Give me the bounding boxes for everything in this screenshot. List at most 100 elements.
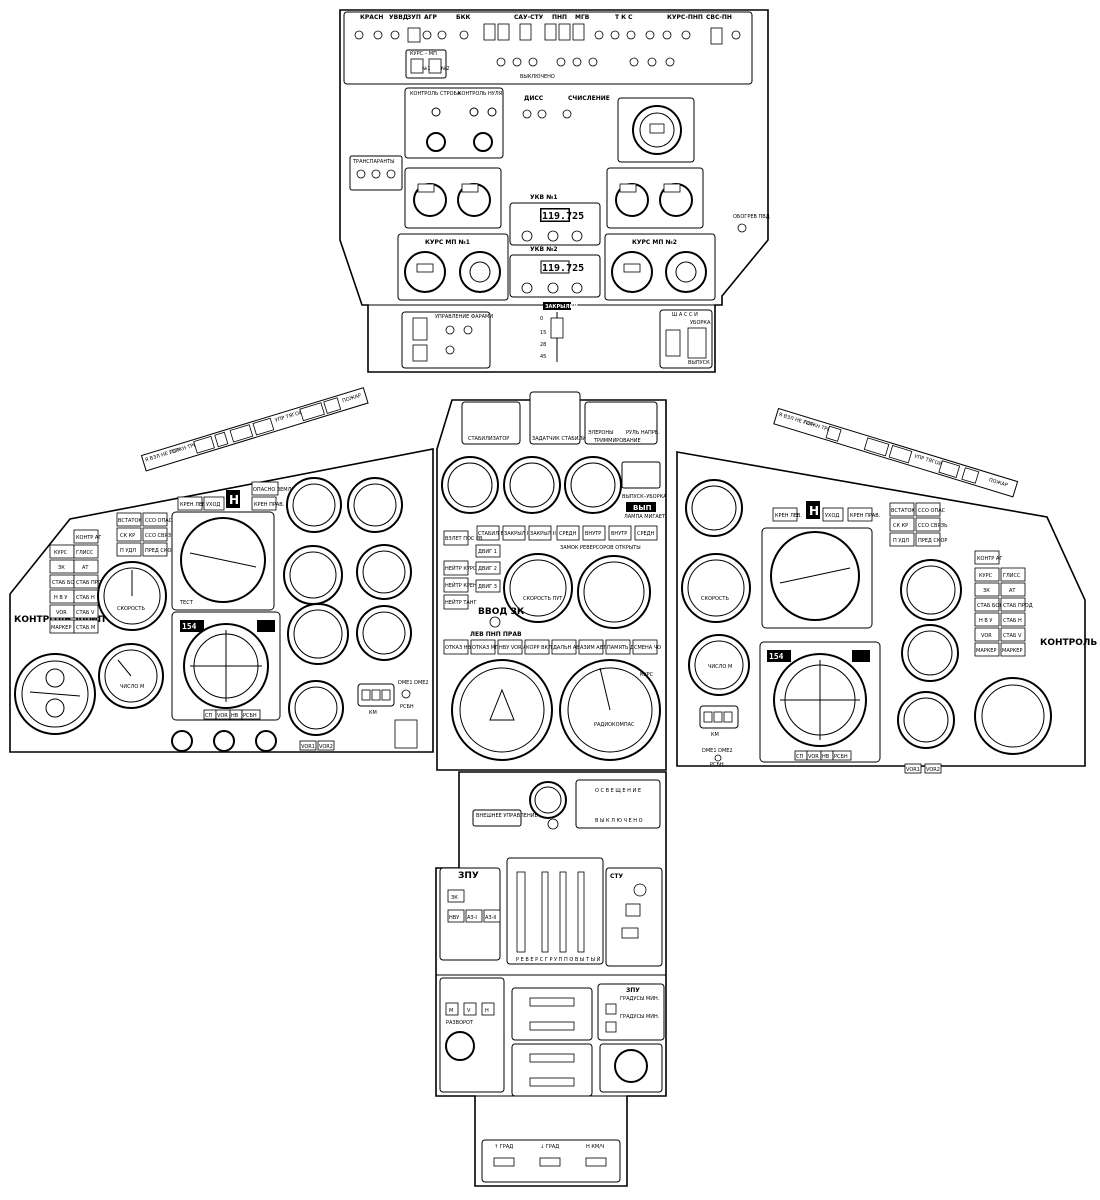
center-btn-engine1[interactable] <box>475 544 501 558</box>
center-btn-azim[interactable] <box>578 639 604 655</box>
left-btn-ukhod[interactable] <box>203 496 225 511</box>
left-btn-at[interactable] <box>73 559 99 574</box>
flaps-lever[interactable] <box>550 317 564 339</box>
gear-lever[interactable] <box>687 327 707 359</box>
left-dme-selector[interactable] <box>401 689 411 699</box>
left-btn-h[interactable] <box>226 490 240 508</box>
stu-knob[interactable] <box>633 883 647 897</box>
right-trim-btn3[interactable] <box>888 445 913 464</box>
right-btn-stab-n[interactable] <box>1000 612 1026 627</box>
zpu-btn-nvu[interactable] <box>447 909 465 923</box>
uvv2-knob3[interactable] <box>571 282 583 294</box>
left-btn-sk-kr[interactable] <box>116 527 142 542</box>
bottom-btn-2[interactable] <box>539 1157 561 1167</box>
right-btn-at[interactable] <box>1000 582 1026 597</box>
center-btn-vzlet[interactable] <box>443 530 469 546</box>
left-trim-btn3[interactable] <box>229 424 254 443</box>
kurs-mp1-switch[interactable] <box>410 58 424 74</box>
center-btn-engine3[interactable] <box>475 579 501 593</box>
center-btn-neitr-tang[interactable] <box>443 594 469 610</box>
center-btn-flaps1[interactable] <box>502 525 526 541</box>
zero-knob[interactable] <box>473 132 493 152</box>
throttle-1[interactable] <box>541 871 549 953</box>
left-trim-btn4[interactable] <box>252 417 275 436</box>
right-trim-btn4[interactable] <box>938 460 961 478</box>
right-btn-stab-prod[interactable] <box>1000 597 1026 612</box>
left-trim-btn6[interactable] <box>323 397 342 414</box>
overhead-switch-knobs[interactable] <box>354 23 741 67</box>
kurs-mp2-switch[interactable] <box>428 58 442 74</box>
right-dme-selector[interactable] <box>714 754 722 762</box>
uvv1-knob1[interactable] <box>521 230 533 242</box>
throttle-2[interactable] <box>559 871 567 953</box>
left-btn-kren-prav[interactable] <box>251 496 277 511</box>
right-trim-btn2[interactable] <box>863 437 890 457</box>
center-btn-nvu-vor[interactable] <box>497 639 523 655</box>
throttle-left[interactable] <box>516 871 526 953</box>
left-btn-stab-m[interactable] <box>73 619 99 634</box>
left-btn-gliss[interactable] <box>73 544 99 559</box>
ap-btn-m[interactable] <box>445 1002 459 1016</box>
pedestal-knob[interactable] <box>547 818 559 830</box>
right-btn-kren-lev[interactable] <box>772 507 798 522</box>
right-btn-pred-skor[interactable] <box>915 532 941 547</box>
uvv2-knob1[interactable] <box>521 282 533 294</box>
center-btn-smena[interactable] <box>632 639 658 655</box>
center-btn-sredn2[interactable] <box>634 525 658 541</box>
center-btn-pamyat[interactable] <box>605 639 631 655</box>
right-trim-btn5[interactable] <box>961 467 980 484</box>
right-btn-marker2[interactable] <box>1000 642 1026 657</box>
left-panel-switch-box[interactable] <box>394 719 418 749</box>
zpu-btn-az1[interactable] <box>465 909 483 923</box>
left-btn-vor2[interactable] <box>317 740 335 751</box>
right-btn-vor2[interactable] <box>924 763 942 774</box>
center-btn-otkaz-mgvk[interactable] <box>470 639 496 655</box>
zpu2-btn-1[interactable] <box>605 1003 617 1015</box>
left-trim-btn2[interactable] <box>214 431 229 448</box>
left-btn-stab-prod[interactable] <box>73 574 99 589</box>
center-btn-otkaz-nvu[interactable] <box>443 639 469 655</box>
right-btn-sso-svyaz[interactable] <box>915 517 941 532</box>
center-btn-korr[interactable] <box>524 639 550 655</box>
right-btn-stab-v[interactable] <box>1000 627 1026 642</box>
bottom-btn-3[interactable] <box>585 1157 607 1167</box>
ap-btn-n[interactable] <box>481 1002 495 1016</box>
right-btn-zk[interactable] <box>974 582 1000 597</box>
left-trim-btn5[interactable] <box>299 402 325 422</box>
right-trim-btn1[interactable] <box>825 425 842 442</box>
right-hsi-btn-rsbn[interactable] <box>832 750 852 761</box>
right-btn-sk-kr[interactable] <box>889 517 915 532</box>
uvv1-knob2[interactable] <box>547 230 559 242</box>
right-btn-vor1[interactable] <box>904 763 922 774</box>
left-btn-vstatok[interactable] <box>116 512 142 527</box>
bottom-btn-1[interactable] <box>493 1157 515 1167</box>
center-btn-vnutr2[interactable] <box>608 525 632 541</box>
light-switch-5[interactable] <box>445 345 455 355</box>
light-switch-4[interactable] <box>463 325 473 335</box>
right-btn-p-udl[interactable] <box>889 532 915 547</box>
turn-knob[interactable] <box>445 1031 475 1061</box>
stu-btn-at[interactable] <box>621 927 639 939</box>
left-trim-btn1[interactable] <box>193 435 215 454</box>
center-btn-stabil[interactable] <box>476 525 500 541</box>
gear-safety-switch[interactable] <box>665 329 681 357</box>
ap-btn-v[interactable] <box>463 1002 477 1016</box>
input-zk-knob[interactable] <box>489 616 501 628</box>
transp-switch3[interactable] <box>386 169 396 179</box>
center-btn-flaps2[interactable] <box>528 525 552 541</box>
right-btn-marker1[interactable] <box>974 642 1000 657</box>
left-btn-p-udl[interactable] <box>116 542 142 557</box>
zpu-btn-az2[interactable] <box>483 909 501 923</box>
right-btn-vstatok[interactable] <box>889 502 915 517</box>
calc-switch[interactable] <box>562 109 572 119</box>
right-btn-stab-bokov[interactable] <box>974 597 1000 612</box>
left-btn-sso-opas[interactable] <box>142 512 168 527</box>
transp-switch2[interactable] <box>371 169 381 179</box>
center-btn-neitr-kurs[interactable] <box>443 560 469 576</box>
left-btn-kontr-ag[interactable] <box>73 529 99 544</box>
left-btn-danger-ground[interactable] <box>251 481 279 496</box>
center-btn-vnutr1[interactable] <box>582 525 606 541</box>
external-control[interactable] <box>472 809 522 827</box>
center-btn-daln[interactable] <box>551 639 577 655</box>
strobe-knob[interactable] <box>426 132 446 152</box>
